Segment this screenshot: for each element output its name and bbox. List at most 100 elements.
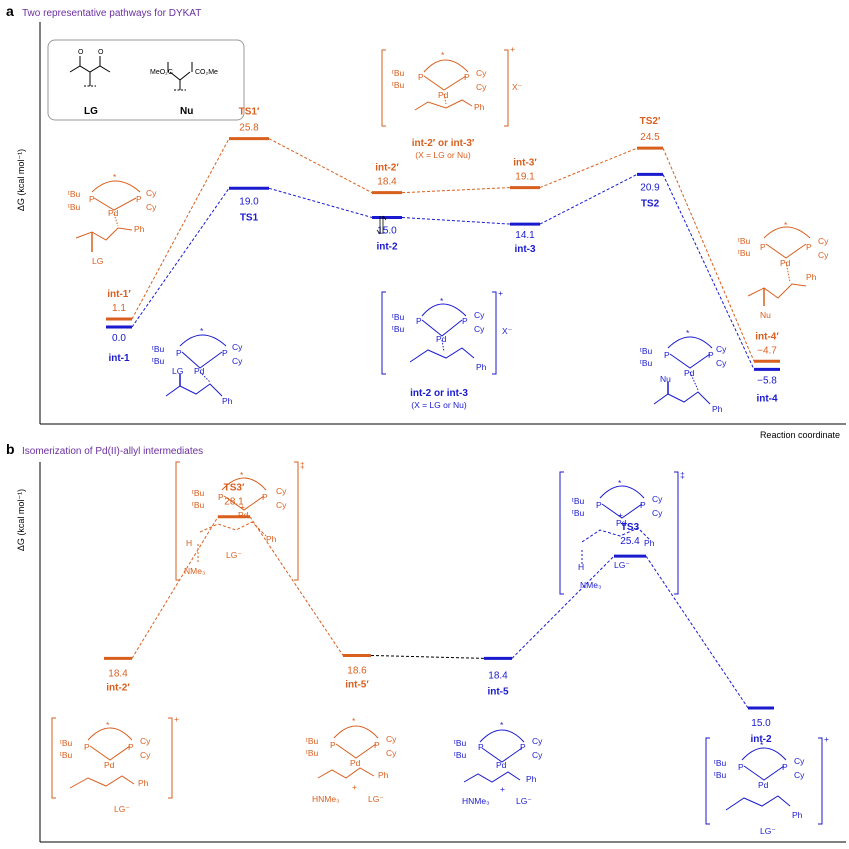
lg-label: LG (92, 256, 103, 266)
nu-legend-label: Nu (180, 106, 193, 117)
star-mark: * (200, 326, 204, 336)
tbu-label: ᵗBu (60, 750, 73, 760)
tbu-label: ᵗBu (68, 189, 81, 199)
connector-int2-int3 (401, 217, 511, 225)
lg-minus-label: LG⁻ (368, 794, 384, 804)
tbu-label: ᵗBu (60, 738, 73, 748)
cy-label: Cy (652, 494, 663, 504)
state-name-int2: int-2 (376, 242, 398, 253)
caption-int2p-int3p: int-2′ or int-3′ (412, 138, 475, 149)
pd-label: Pd (684, 368, 695, 378)
cy-label: Cy (532, 750, 543, 760)
tbu-label: ᵗBu (640, 346, 653, 356)
plus-label: + (240, 502, 245, 512)
plus-label: + (174, 714, 179, 724)
tbu-label: ᵗBu (392, 80, 405, 90)
panel-a-xlabel: Reaction coordinate (760, 430, 840, 440)
tbu-label: ᵗBu (392, 312, 405, 322)
equilibrium-arrows (376, 215, 387, 235)
cy-label: Cy (532, 736, 543, 746)
lg-minus-label: LG⁻ (760, 826, 776, 836)
x-minus-label: X⁻ (512, 82, 523, 92)
complex-int2-bottom: * ᵗBu ᵗBu P P Pd Cy Cy Ph + X⁻ int-2 or … (381, 288, 513, 410)
state-name-int4p: int-4′ (755, 331, 779, 342)
connector-int2p-int3p (401, 187, 511, 194)
energy-value-int4: −5.8 (757, 375, 777, 386)
nu-structure (167, 62, 193, 91)
tbu-label: ᵗBu (572, 508, 585, 518)
state-name-b_ts3: TS3 (621, 522, 640, 533)
nu-formula-left: MeO₂C (150, 69, 173, 76)
nme3-label: NMe₃ (580, 580, 601, 590)
energy-value-int3: 14.1 (515, 230, 535, 241)
connector-ts2p-int4p (662, 147, 755, 362)
lg-nu-legend-box (47, 39, 245, 121)
energy-levels-a: 0.0int-11.1int-1′19.0TS125.8TS1′15.0int-… (106, 107, 780, 404)
star-mark: * (784, 220, 788, 230)
caption-x-lg-nu-blue: (X = LG or Nu) (411, 400, 467, 410)
p-label: P (84, 742, 90, 752)
structure-b-int5: * ᵗBu ᵗBu P P Pd Cy Cy Ph HNMe₃ LG⁻ + (454, 720, 543, 806)
cy-label: Cy (794, 770, 805, 780)
state-name-ts2: TS2 (641, 198, 660, 209)
tbu-label: ᵗBu (454, 750, 467, 760)
tbu-label: ᵗBu (392, 324, 405, 334)
connector-b_ts3p-b_int5p (249, 516, 344, 656)
tbu-label: ᵗBu (640, 358, 653, 368)
tbu-label: ᵗBu (306, 736, 319, 746)
cy-label: Cy (716, 358, 727, 368)
energy-value-int3p: 19.1 (515, 172, 535, 183)
energy-value-ts2: 20.9 (640, 182, 660, 193)
state-name-int3: int-3 (514, 244, 536, 255)
cy-label: Cy (232, 342, 243, 352)
p-label: P (222, 348, 228, 358)
star-mark: * (500, 720, 504, 730)
state-name-b_int5: int-5 (487, 686, 509, 697)
p-label: P (782, 762, 788, 772)
ph-label: Ph (378, 770, 389, 780)
p-label: P (520, 742, 526, 752)
cy-label: Cy (140, 736, 151, 746)
h-label: H (186, 538, 192, 548)
lg-minus-label: LG⁻ (114, 804, 130, 814)
structure-ts3: * ᵗBu ᵗBu P P Pd + Cy Cy Ph H NMe₃ LG⁻ ‡ (559, 470, 685, 595)
energy-value-b_int2: 15.0 (751, 718, 771, 729)
structure-int4: * ᵗBu ᵗBu P P Pd Cy Cy Ph Nu (640, 328, 727, 414)
nu-formula-right: CO₂Me (195, 69, 218, 76)
hnme3-label: HNMe₃ (462, 796, 490, 806)
p-label: P (806, 242, 812, 252)
hnme3-label: HNMe₃ (312, 794, 340, 804)
dagger-label: ‡ (300, 460, 305, 470)
connector-b_ts3-b_int2 (645, 555, 749, 709)
structure-b-int2p: * ᵗBu ᵗBu P P Pd Cy Cy Ph LG⁻ + (51, 714, 179, 814)
structure-int1p: * ᵗBu ᵗBu P P Pd Cy Cy Ph LG (68, 172, 157, 266)
state-name-int3p: int-3′ (513, 158, 537, 169)
state-name-int1p: int-1′ (107, 289, 131, 300)
energy-value-int1p: 1.1 (112, 303, 126, 314)
panel-b-ylabel: ΔG (kcal mol⁻¹) (16, 489, 26, 551)
panel-b-title: Isomerization of Pd(II)-allyl intermedia… (22, 446, 203, 457)
energy-value-b_ts3p: 28.1 (224, 497, 244, 508)
p-label: P (478, 742, 484, 752)
cy-label: Cy (386, 734, 397, 744)
panel-a-letter: a (6, 3, 14, 19)
star-mark: * (113, 172, 117, 182)
dagger-label: ‡ (680, 470, 685, 480)
pd-label: Pd (108, 208, 119, 218)
state-name-int4: int-4 (756, 393, 778, 404)
cy-label: Cy (146, 188, 157, 198)
connector-b_int5-b_ts3 (511, 555, 615, 659)
p-label: P (738, 762, 744, 772)
connector-int1p-ts1p (131, 138, 230, 320)
cy-label: Cy (652, 508, 663, 518)
cy-label: Cy (474, 324, 485, 334)
tbu-label: ᵗBu (152, 344, 165, 354)
p-label: P (218, 492, 224, 502)
p-label: P (176, 348, 182, 358)
plus-label: + (352, 782, 357, 792)
plus-label: + (510, 44, 515, 54)
tbu-label: ᵗBu (306, 748, 319, 758)
p-label: P (708, 350, 714, 360)
ph-label: Ph (526, 774, 537, 784)
cy-label: Cy (276, 486, 287, 496)
